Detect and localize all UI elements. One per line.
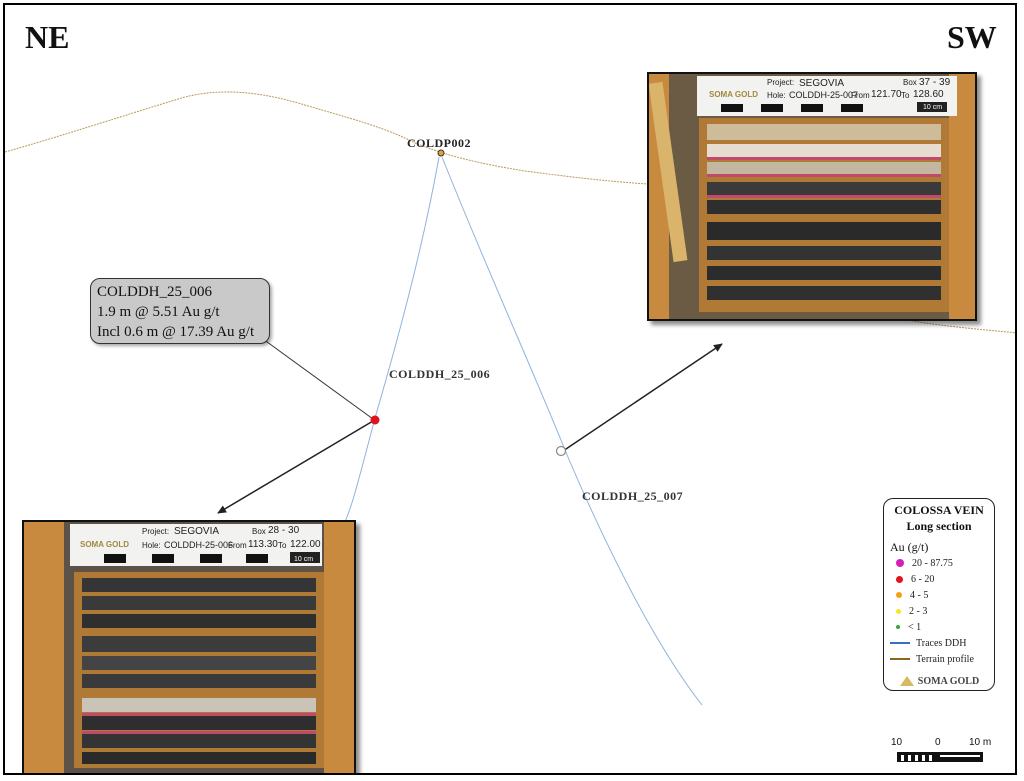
legend-terrain: Terrain profile xyxy=(890,651,988,667)
blue-line-icon xyxy=(890,642,910,644)
legend-class-6-20: 6 - 20 xyxy=(890,571,988,587)
soma-gold-logo-bottom: SOMA GOLD xyxy=(80,540,130,549)
long-section-figure: NE SW COLDP002 COLDDH_25_006 COLDDH_25_0… xyxy=(3,3,1017,775)
legend-class-lt1: < 1 xyxy=(890,619,988,635)
photo-scale-bottom: 10 cm xyxy=(294,556,314,563)
scale-bar: 10 0 10 m xyxy=(891,737,995,767)
legend-class-4-5: 4 - 5 xyxy=(890,587,988,603)
legend-title: COLOSSA VEIN xyxy=(894,503,984,517)
legend-class-2-3: 2 - 3 xyxy=(890,603,988,619)
collar-marker[interactable] xyxy=(437,149,445,157)
yellow-dot-icon xyxy=(896,608,901,614)
intercept-6-20-marker[interactable] xyxy=(370,415,380,425)
magenta-dot-icon xyxy=(896,559,904,567)
scale-mid: 0 xyxy=(935,737,941,748)
intercept-lt1-marker[interactable] xyxy=(555,445,567,457)
section-canvas xyxy=(5,91,1015,706)
hole-value-bottom: COLDDH-25-006 xyxy=(164,540,234,550)
core-box-image-top xyxy=(649,74,975,319)
legend: COLOSSA VEIN Long section Au (g/t) 20 - … xyxy=(883,498,995,691)
trace-colddh-25-006 xyxy=(342,156,440,526)
scale-bar-graphic xyxy=(897,752,983,762)
scale-left: 10 xyxy=(891,737,903,748)
hole-value-top: COLDDH-25-007 xyxy=(789,90,859,100)
brown-line-icon xyxy=(890,658,910,660)
project-value-bottom: SEGOVIA xyxy=(174,526,220,537)
soma-gold-logo-top: SOMA GOLD xyxy=(709,90,759,99)
soma-gold-logo: SOMA GOLD xyxy=(890,675,988,687)
core-box-image-bottom xyxy=(24,522,354,773)
legend-class-20-87: 20 - 87.75 xyxy=(890,555,988,571)
hole-label-006: COLDDH_25_006 xyxy=(389,367,491,381)
green-dot-icon xyxy=(896,625,900,629)
direction-sw: SW xyxy=(947,19,997,55)
from-value-bottom: 113.30 xyxy=(248,539,278,550)
callout-leader xyxy=(262,338,374,420)
collar-label: COLDP002 xyxy=(407,136,471,150)
core-photo-top[interactable]: SOMA GOLD Project: SEGOVIA Box 37 - 39 H… xyxy=(647,72,977,321)
legend-unit: Au (g/t) xyxy=(890,540,929,554)
scale-right: 10 m xyxy=(969,737,992,748)
box-value-top: 37 - 39 xyxy=(919,77,951,88)
project-value-top: SEGOVIA xyxy=(799,78,845,89)
red-dot-icon xyxy=(896,575,903,583)
photo-scale-top: 10 cm xyxy=(923,104,943,111)
hole-label-007: COLDDH_25_007 xyxy=(582,489,684,503)
orange-dot-icon xyxy=(896,592,902,598)
to-value-bottom: 122.00 xyxy=(290,539,321,550)
soma-gold-triangle-icon xyxy=(899,676,914,686)
intercept-callout: COLDDH_25_006 1.9 m @ 5.51 Au g/t Incl 0… xyxy=(90,278,270,344)
box-value-bottom: 28 - 30 xyxy=(268,525,300,536)
direction-ne: NE xyxy=(25,19,70,55)
terrain-profile xyxy=(5,91,1015,334)
core-photo-bottom[interactable]: SOMA GOLD Project: SEGOVIA Box 28 - 30 H… xyxy=(22,520,356,773)
arrow-to-top-photo xyxy=(562,343,723,452)
to-value-top: 128.60 xyxy=(913,89,944,100)
legend-subtitle: Long section xyxy=(906,519,972,533)
arrow-to-bottom-photo xyxy=(217,420,374,514)
legend-traces: Traces DDH xyxy=(890,635,988,651)
callout-hole: COLDDH_25_006 xyxy=(97,284,212,300)
callout-intercept: 1.9 m @ 5.51 Au g/t xyxy=(97,304,220,320)
from-value-top: 121.70 xyxy=(871,89,902,100)
callout-included: Incl 0.6 m @ 17.39 Au g/t xyxy=(97,324,255,340)
